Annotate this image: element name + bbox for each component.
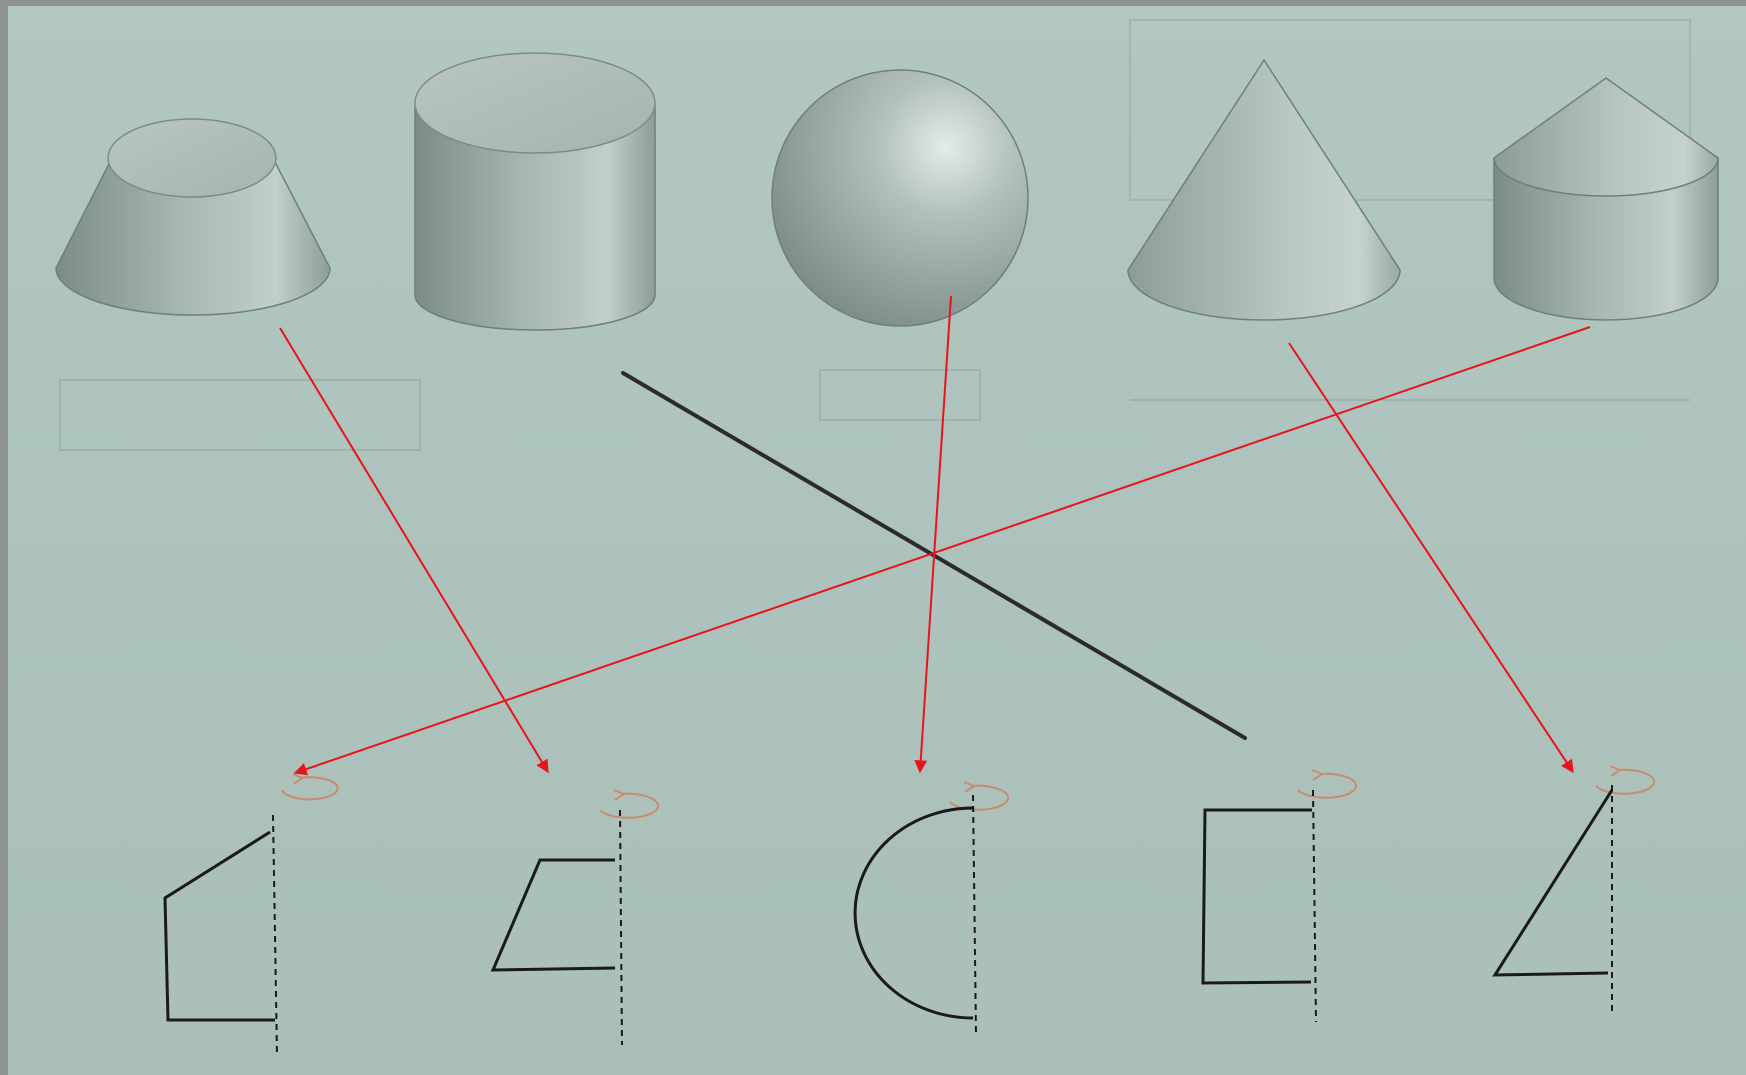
profile-outline xyxy=(1492,789,1614,977)
profile-right-triangle xyxy=(1492,765,1656,1015)
cone xyxy=(1127,58,1401,321)
rotation-axis xyxy=(619,809,623,1046)
profile-outline xyxy=(490,858,616,972)
rotation-mark-icon xyxy=(599,789,660,819)
profile-semicircle xyxy=(853,781,1010,1036)
rotation-mark-icon xyxy=(949,781,1010,811)
red-arrows xyxy=(279,295,1591,776)
profile-bent-quadrilateral xyxy=(163,773,339,1056)
profile-outline xyxy=(163,830,275,1022)
rotation-mark-icon xyxy=(281,773,339,801)
frustum xyxy=(55,118,331,316)
arrow-capped-cylinder-to-pentagon xyxy=(293,326,1591,776)
arrow-cone-to-triangle xyxy=(1288,342,1574,774)
profile-outline xyxy=(853,806,974,1020)
rotation-mark-icon xyxy=(1297,769,1358,799)
rotation-axis xyxy=(1312,789,1317,1023)
rotation-axis xyxy=(272,814,278,1056)
cylinder xyxy=(414,52,656,331)
arrow-sphere-to-semicircle xyxy=(914,295,952,774)
cylinder-with-cone-top xyxy=(1493,77,1719,321)
profile-outline xyxy=(1201,808,1312,985)
background-artifacts xyxy=(59,19,1691,451)
profile-trapezoid xyxy=(490,789,660,1046)
profile-rectangle xyxy=(1201,769,1358,1023)
rotation-axis xyxy=(972,794,977,1036)
arrow-frustum-to-trapezoid xyxy=(279,327,549,774)
sphere xyxy=(771,69,1029,327)
rotation-mark-icon xyxy=(1595,765,1656,795)
